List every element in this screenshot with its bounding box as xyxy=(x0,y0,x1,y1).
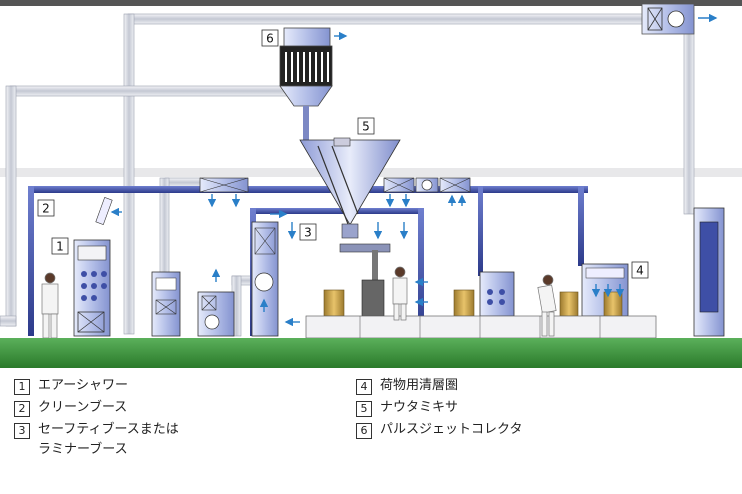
callout-5: 5 xyxy=(357,117,375,135)
nauta-mixer xyxy=(299,137,401,317)
callout-2-label: 2 xyxy=(42,202,50,216)
legend-item-5: 5 ナウタミキサ xyxy=(356,400,458,418)
duct-network xyxy=(0,13,695,337)
callout-6-label: 6 xyxy=(266,32,274,46)
hepa-filters xyxy=(199,177,471,193)
legend-item-3: 3 セーフティブースまたは ラミナーブース xyxy=(14,422,179,460)
callout-3-label: 3 xyxy=(304,226,312,240)
callout-1: 1 xyxy=(51,237,69,255)
callout-5-label: 5 xyxy=(362,120,370,134)
material-drums xyxy=(323,289,623,317)
airflow-arrows xyxy=(110,13,718,327)
air-handler-units xyxy=(151,221,279,337)
plant-illustration: 6 5 2 3 1 4 xyxy=(0,0,742,368)
booth-door xyxy=(95,197,113,225)
callout-2: 2 xyxy=(37,199,55,217)
legend: 1 エアーシャワー 2 クリーンブース 3 セーフティブースまたは ラミナーブー… xyxy=(0,370,742,494)
callout-6: 6 xyxy=(261,29,279,47)
legend-text: パルスジェットコレクタ xyxy=(380,422,523,437)
legend-item-2: 2 クリーンブース xyxy=(14,400,127,418)
legend-text: クリーンブース xyxy=(38,400,128,415)
pulse-jet-collector xyxy=(279,27,333,140)
conveyor xyxy=(305,315,657,339)
legend-text: 荷物用清層圏 xyxy=(380,378,459,393)
legend-item-6: 6 パルスジェットコレクタ xyxy=(356,422,522,440)
legend-num: 2 xyxy=(14,401,30,417)
legend-text: エアーシャワー xyxy=(38,378,128,393)
callout-4: 4 xyxy=(631,261,649,279)
legend-text: セーフティブースまたは ラミナーブース xyxy=(38,422,179,457)
ceiling-beam xyxy=(0,0,742,6)
callout-4-label: 4 xyxy=(636,264,644,278)
legend-item-1: 1 エアーシャワー xyxy=(14,378,128,396)
legend-num: 5 xyxy=(356,401,372,417)
air-shower-unit xyxy=(73,239,111,337)
callout-1-label: 1 xyxy=(56,240,64,254)
floor xyxy=(0,338,742,368)
callout-3: 3 xyxy=(299,223,317,241)
legend-item-4: 4 荷物用清層圏 xyxy=(356,378,458,396)
legend-num: 4 xyxy=(356,379,372,395)
legend-num: 3 xyxy=(14,423,30,439)
legend-text: ナウタミキサ xyxy=(380,400,459,415)
legend-num: 1 xyxy=(14,379,30,395)
legend-num: 6 xyxy=(356,423,372,439)
exhaust-fan-unit xyxy=(641,3,695,35)
workers xyxy=(41,266,557,339)
